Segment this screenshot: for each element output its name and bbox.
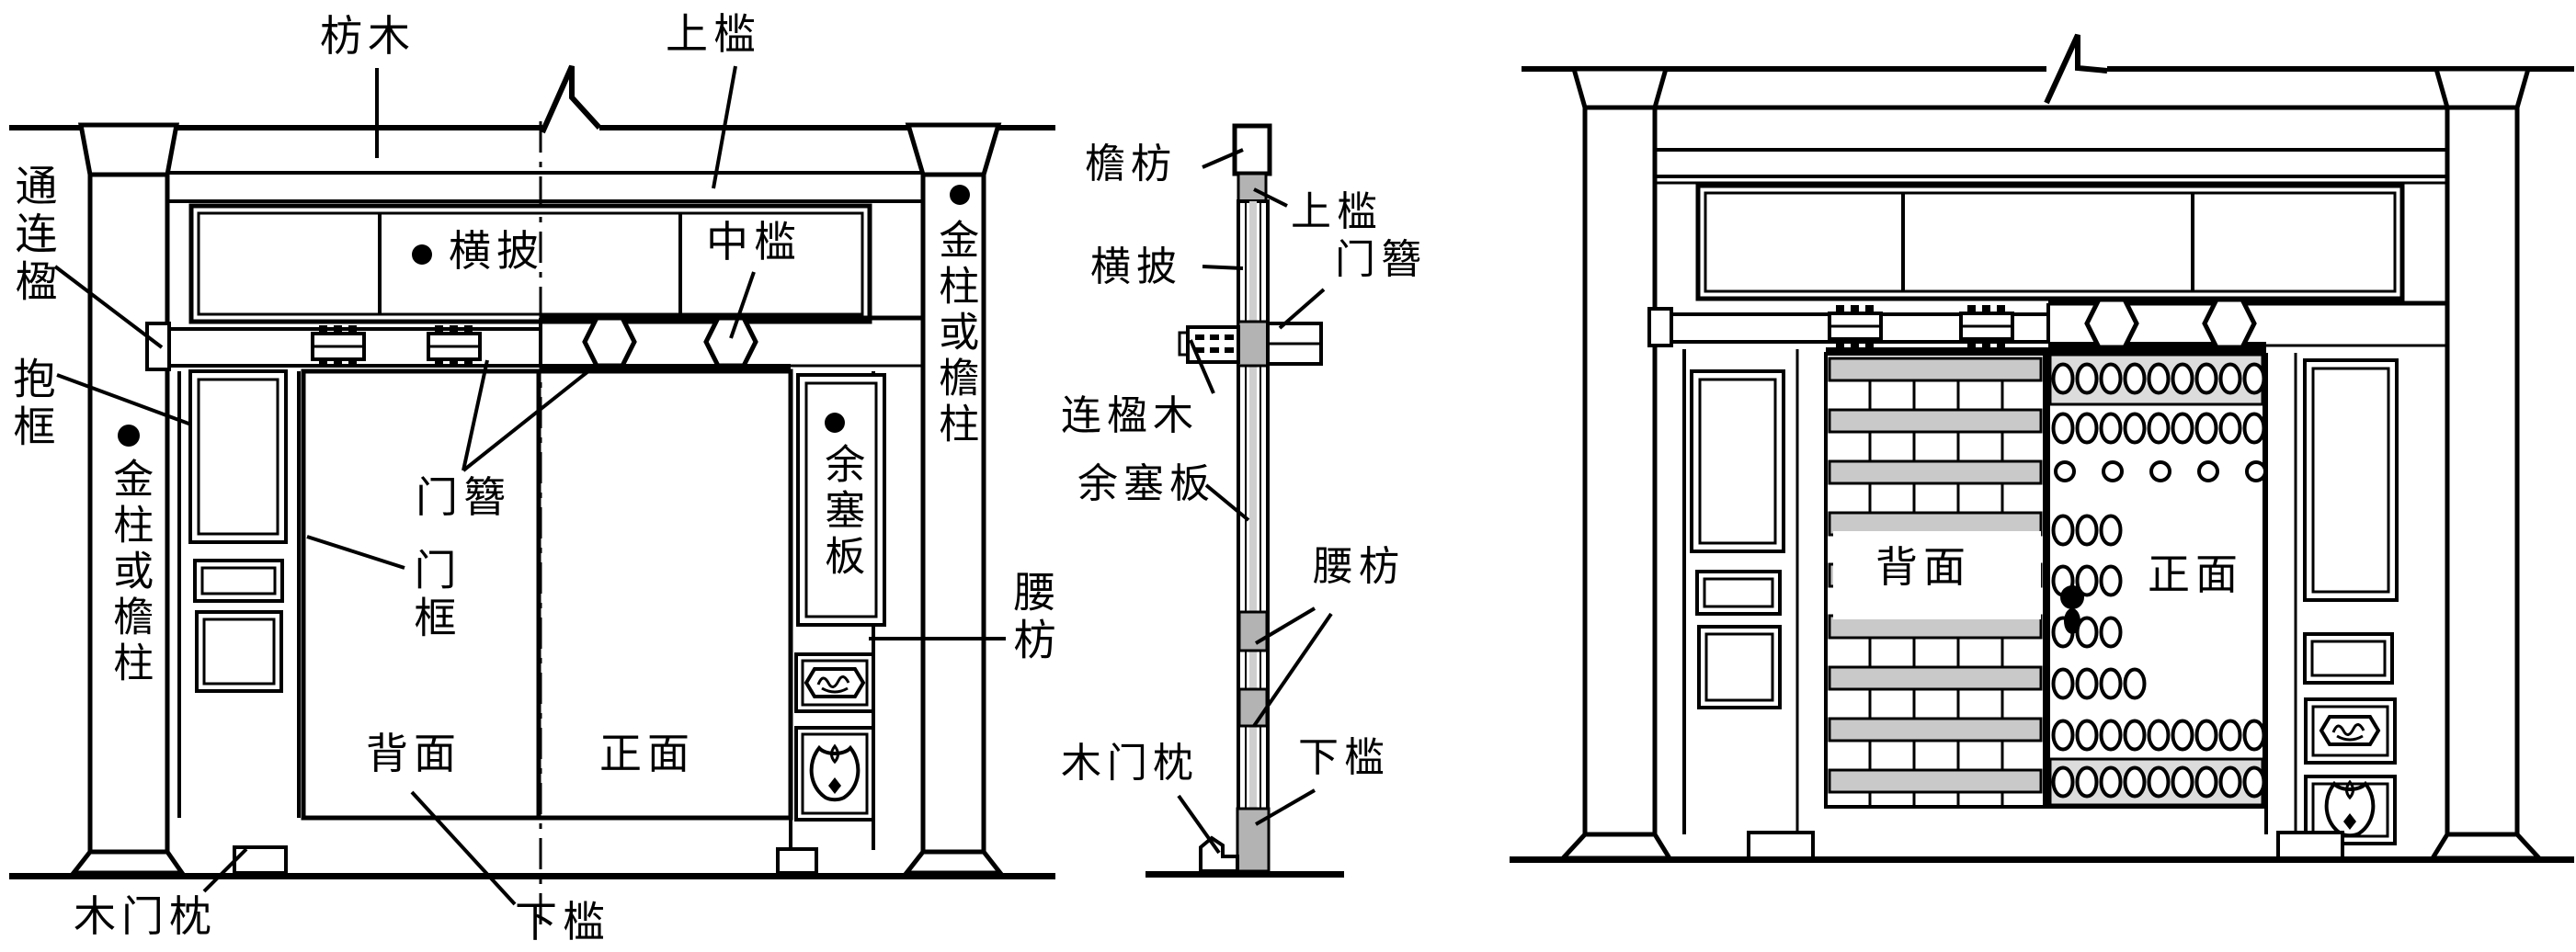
label-xiakan-s: 下槛 [1298,735,1390,780]
label-shangkan: 上槛 [666,11,761,58]
bullet-marker-hengpi [412,244,432,265]
label-menzan: 门簪 [416,474,511,521]
label-yaofang: 腰枋 [1008,570,1055,665]
bullet-marker-yusaiban [825,413,845,433]
label-fangmu: 枋木 [320,13,416,60]
label-lianyingmu: 连楹木 [1061,393,1199,438]
label-beimian: 背面 [366,731,462,777]
label-yusaiban: 余塞板 [818,443,864,581]
label-zhengmian: 正面 [599,731,695,777]
label-yaofang-s: 腰枋 [1313,544,1405,589]
label-mumenzhen-s: 木门枕 [1061,741,1199,786]
label-beimian-right: 背面 [1875,544,1971,591]
label-yusaiban-s: 余塞板 [1077,461,1215,506]
label-hengpi: 横披 [449,228,544,275]
right-elevation-linework [1510,33,2574,863]
door-knocker [2060,585,2084,634]
bullet-marker-jinzhu-right [950,185,970,205]
label-menkuang: 门框 [408,548,456,643]
label-hengpi-s: 横披 [1090,244,1182,289]
label-tonglianying: 通连楹 [9,164,57,307]
label-shangkan-s: 上槛 [1291,189,1383,234]
label-jinzhu-left: 金柱或檐柱 [107,458,153,687]
label-yanfang: 檐枋 [1085,142,1177,187]
bullet-marker-jinzhu-left [118,425,140,447]
left-elevation-linework [9,64,1055,926]
label-xiakan: 下槛 [515,899,610,946]
label-mumenzhen: 木门枕 [74,893,217,940]
label-jinzhu-right: 金柱或檐柱 [932,219,978,448]
section-view-linework [1146,123,1344,878]
label-baokuang: 抱框 [7,357,55,452]
label-menzan-s: 门簪 [1335,237,1427,282]
label-zhongkan: 中槛 [706,219,802,266]
label-zhengmian-right: 正面 [2148,551,2243,598]
